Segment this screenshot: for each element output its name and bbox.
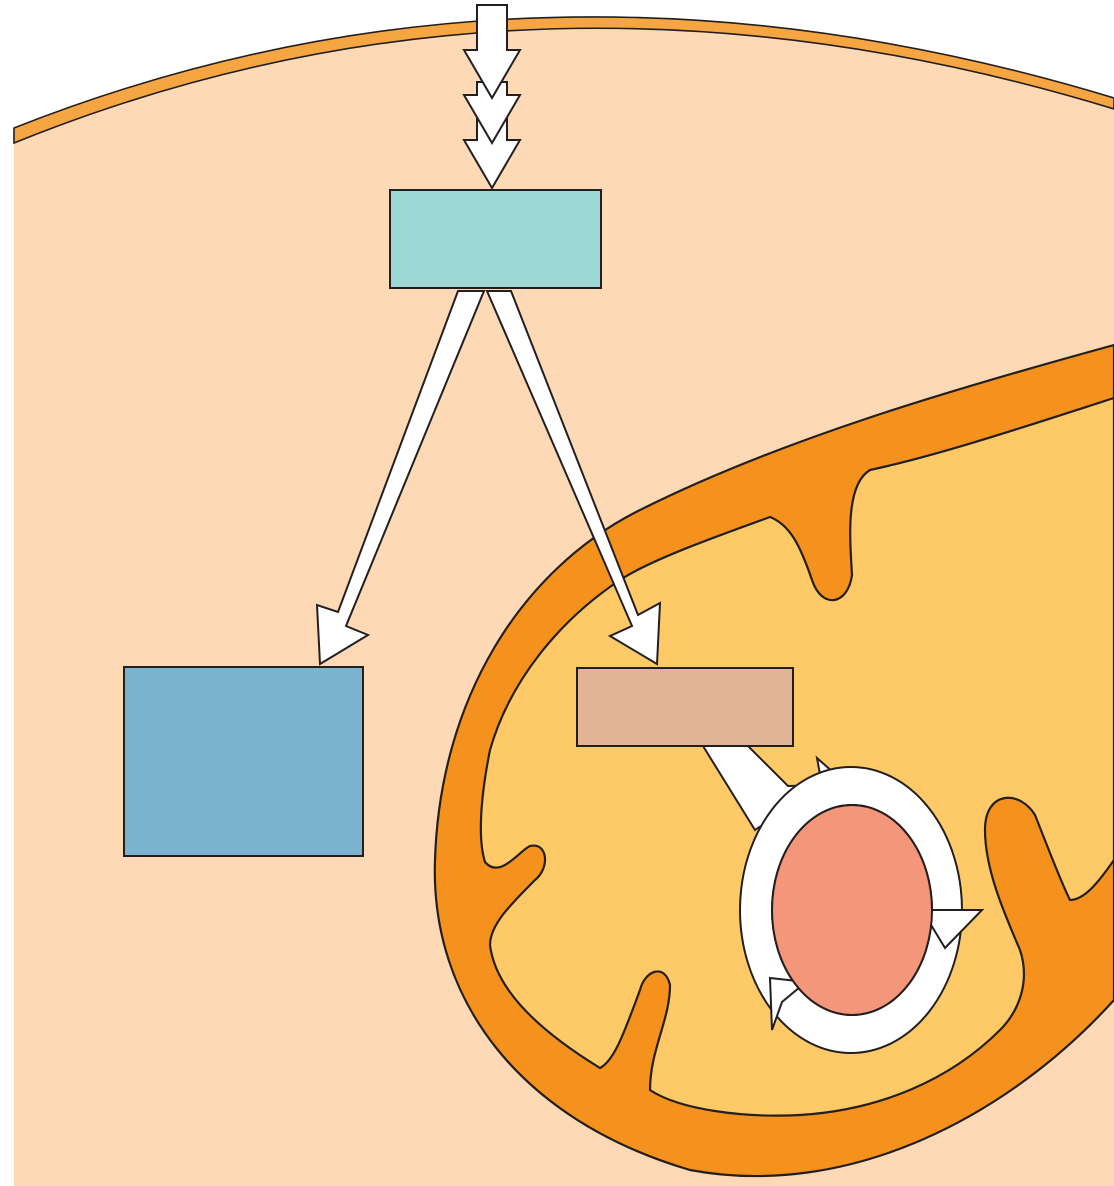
box-top: [390, 190, 601, 288]
cycle-center: [772, 805, 932, 1015]
box-right: [577, 668, 793, 746]
box-left: [124, 667, 363, 856]
